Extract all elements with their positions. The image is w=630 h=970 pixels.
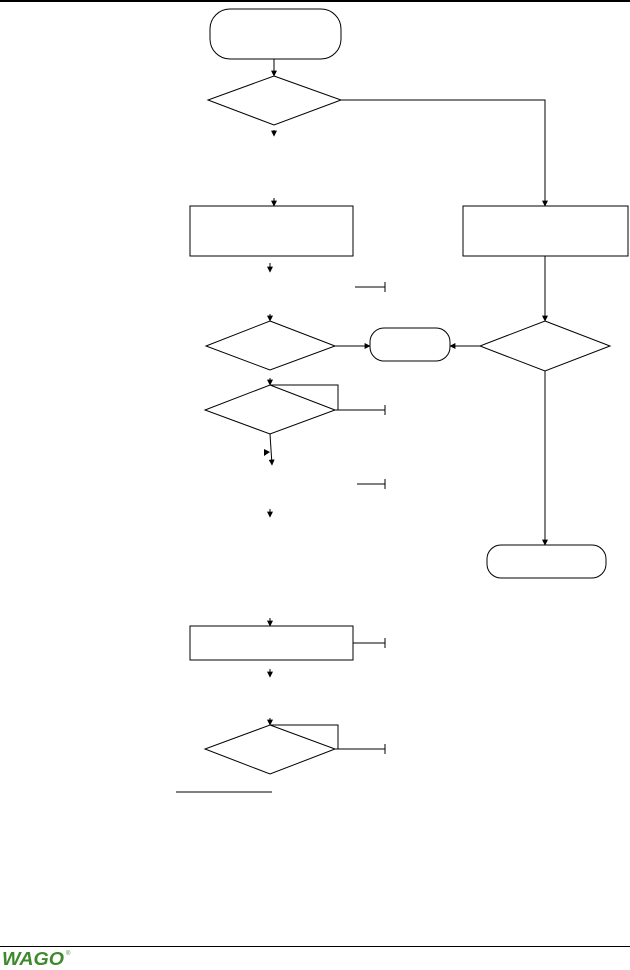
connector (341, 99, 548, 207)
decision-4 (203, 724, 337, 775)
arrow-marker (264, 449, 270, 456)
connector (268, 433, 275, 466)
flowchart-diagram (176, 8, 629, 793)
process-box-right (462, 205, 629, 257)
process-box-lower (189, 625, 354, 661)
middle-terminator (369, 327, 451, 362)
wago-logo: WAGO ® (0, 948, 75, 968)
loop-connector (270, 384, 339, 411)
start-terminator (209, 8, 342, 60)
process-box-left (189, 205, 354, 257)
decision-right (478, 320, 612, 372)
loop-connector (270, 724, 339, 750)
footer-rule (0, 946, 630, 947)
header-rule (0, 0, 630, 2)
decision-2 (204, 320, 337, 371)
svg-text:®: ® (66, 950, 71, 957)
decision-3 (203, 384, 337, 435)
svg-text:WAGO: WAGO (2, 949, 64, 968)
end-terminator (486, 544, 607, 579)
decision-1 (206, 75, 343, 126)
